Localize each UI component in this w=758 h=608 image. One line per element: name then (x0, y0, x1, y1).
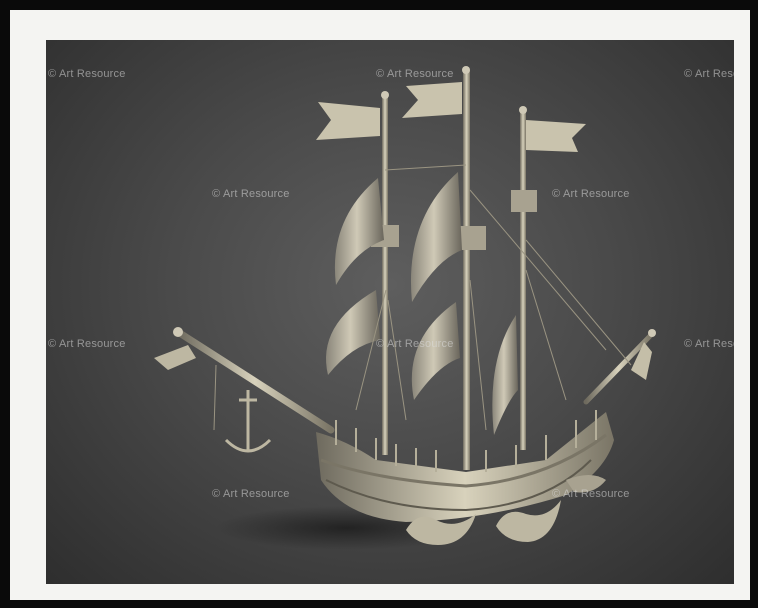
main-topsail (410, 172, 462, 302)
watermark: © Art Resource (376, 338, 454, 350)
seahorse-right (496, 500, 561, 542)
anchor-rope (213, 364, 217, 431)
stern-pole (583, 332, 654, 405)
watermark: © Art Resource (552, 188, 630, 200)
watermark: © Art Resource (684, 338, 734, 350)
photo-mat: © Art Resource © Art Resource © Art Reso… (10, 10, 750, 600)
stern-ornament (566, 475, 606, 493)
mizzen-mast (520, 110, 526, 450)
mizzen-sail (492, 315, 518, 435)
stern-flag (631, 342, 652, 380)
seahorse-left (406, 514, 476, 545)
hull-decoration (325, 459, 592, 512)
watermark: © Art Resource (212, 488, 290, 500)
hull-rail (320, 433, 607, 488)
fore-topsail (334, 178, 384, 285)
bow-pennant (154, 345, 196, 370)
fore-flag (316, 102, 380, 140)
fore-course (326, 290, 380, 375)
mizzen-top (511, 190, 537, 212)
watermark: © Art Resource (552, 488, 630, 500)
watermark: © Art Resource (48, 68, 126, 80)
watermark: © Art Resource (48, 338, 126, 350)
main-course (411, 302, 460, 400)
bowsprit-finial (173, 327, 183, 337)
rigging (355, 164, 632, 431)
watermark: © Art Resource (212, 188, 290, 200)
main-mast (463, 70, 470, 470)
mizzen-flag (526, 120, 586, 152)
anchor (224, 390, 272, 453)
bowsprit (174, 328, 335, 434)
main-flag (402, 82, 462, 118)
ship-photograph: © Art Resource © Art Resource © Art Reso… (46, 40, 734, 584)
watermark: © Art Resource (376, 68, 454, 80)
deck-railing (335, 410, 597, 472)
fore-mast (382, 95, 388, 455)
watermark: © Art Resource (684, 68, 734, 80)
ship-illustration (154, 66, 656, 550)
